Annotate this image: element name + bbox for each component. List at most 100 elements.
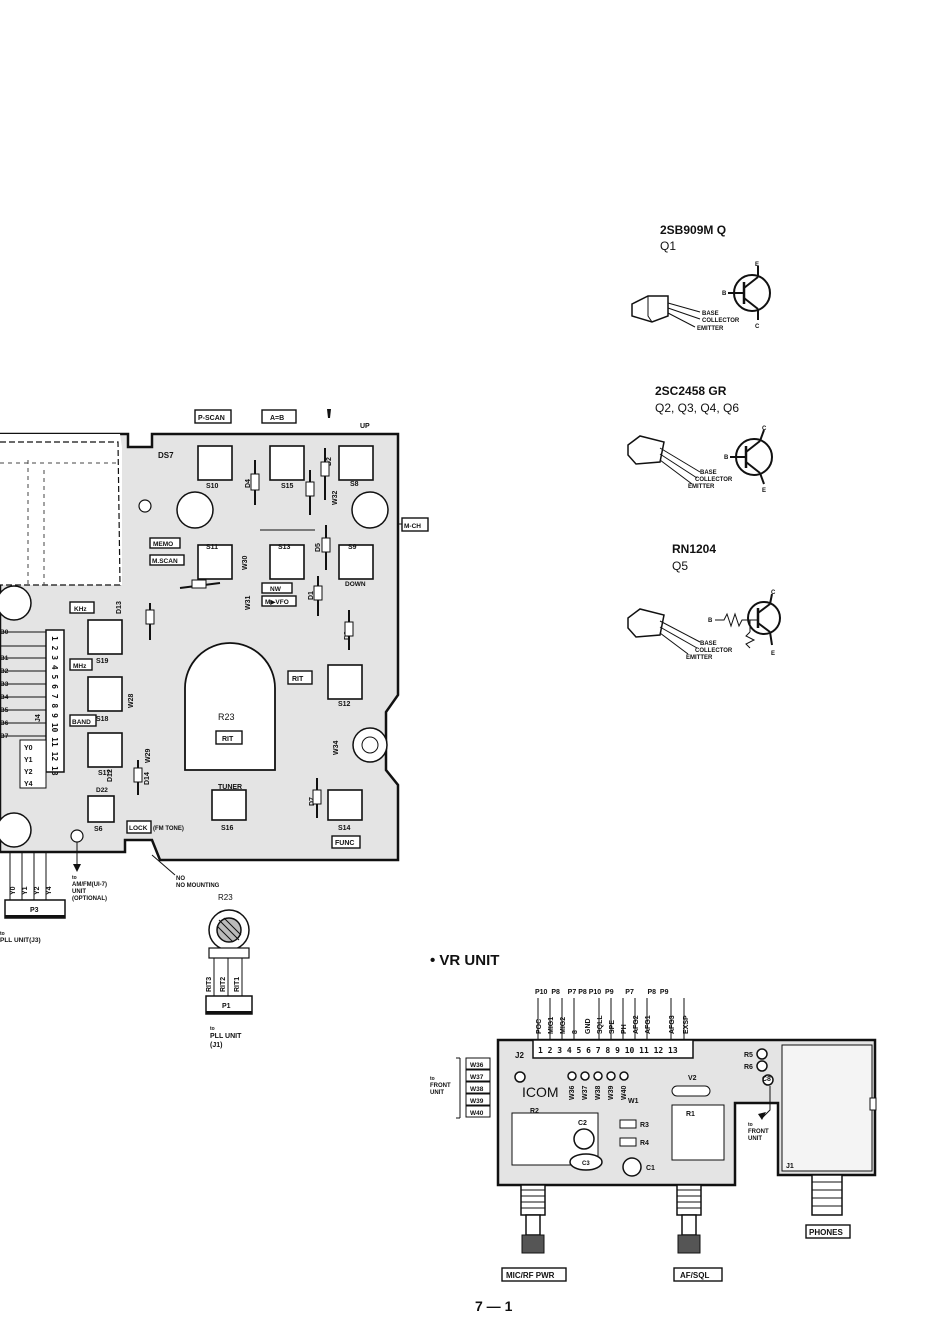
vr-unit-word: UNIT xyxy=(430,1090,444,1096)
q2-pin-collector: COLLECTOR xyxy=(695,477,733,483)
q2-sym-c: C xyxy=(762,426,767,432)
p3-to: to xyxy=(0,931,5,937)
pin-b2: B2 xyxy=(0,668,9,675)
sig-exsp: EXSP xyxy=(683,1015,690,1034)
icom-logo: ICOM xyxy=(522,1084,559,1100)
sw-s6: S6 xyxy=(94,826,103,833)
vr2-unit: UNIT xyxy=(748,1136,762,1142)
pin-b5: B5 xyxy=(0,707,9,714)
part-c8: C8 xyxy=(762,1076,771,1083)
q5-pin-collector: COLLECTOR xyxy=(695,648,733,654)
q1-pin-emitter: EMITTER xyxy=(697,326,724,332)
label-p-scan: P-SCAN xyxy=(198,415,225,422)
label-rit: RIT xyxy=(292,676,304,683)
label-mic-rf-pwr: MIC/RF PWR xyxy=(506,1271,555,1280)
sw-s18: S18 xyxy=(96,716,109,723)
vr-pin-groups: P10 P8 P7 P8 P10 P9 P7 P8 P9 xyxy=(535,989,669,996)
part-r1: R1 xyxy=(686,1111,695,1118)
pin-b3: B3 xyxy=(0,681,9,688)
front-switches: S10 S15 S8 S11 S13 S9 S19 S18 S16 S14 S1… xyxy=(87,445,374,833)
p3-wire-y1: Y1 xyxy=(22,886,29,895)
vr-unit: • VR UNIT P10 P8 P7 P8 P10 P9 P7 P8 P9 P… xyxy=(430,952,877,1282)
sig-afg3: AFG3 xyxy=(669,1015,676,1034)
label-no: NO xyxy=(176,876,185,882)
label-m-ch: M-CH xyxy=(404,523,421,530)
q2-sym-e: E xyxy=(762,488,766,494)
part-v2: V2 xyxy=(688,1075,697,1082)
rn-symbol xyxy=(747,601,781,635)
vr-w37: W37 xyxy=(582,1086,589,1101)
wire-w36: W36 xyxy=(470,1062,484,1069)
b-lines xyxy=(0,631,46,737)
label-khz: KHz xyxy=(74,606,87,613)
vr-unit-title: • VR UNIT xyxy=(430,952,499,969)
vr-pin-numbers: 1 2 3 4 5 6 7 8 9 10 11 12 13 xyxy=(538,1046,678,1055)
part-d13: D13 xyxy=(116,601,123,614)
part-c1: C1 xyxy=(646,1165,655,1172)
part-j4: J4 xyxy=(35,714,42,722)
pin-y1: Y1 xyxy=(24,757,33,764)
transistor-q1: 2SB909M Q Q1 BASE COLLECTOR EMITTER E B … xyxy=(631,223,771,332)
label-j1: J1 xyxy=(786,1163,794,1170)
label-lock: LOCK xyxy=(129,825,148,832)
sig-afg2: AFG2 xyxy=(633,1015,640,1034)
part-r5: R5 xyxy=(744,1052,753,1059)
vr-front: FRONT xyxy=(430,1083,451,1089)
label-phones: PHONES xyxy=(809,1228,843,1237)
wire-w37: W37 xyxy=(470,1074,484,1081)
p3-label: P3 xyxy=(30,907,39,914)
part-d5: D5 xyxy=(315,543,322,552)
q1-sym-c: C xyxy=(755,324,760,330)
part-c2: C2 xyxy=(578,1120,587,1127)
part-w1: W1 xyxy=(628,1098,639,1105)
sw-s17: S17 xyxy=(98,770,111,777)
label-p-scan-box xyxy=(194,409,232,424)
part-d4: D4 xyxy=(245,479,252,488)
pin-b4: B4 xyxy=(0,694,9,701)
q2-pin-emitter: EMITTER xyxy=(688,484,715,490)
wire-w39: W39 xyxy=(470,1098,484,1105)
part-w30: W30 xyxy=(242,556,249,571)
label-m-scan: M.SCAN xyxy=(152,558,178,565)
connector-p3: Y0 Y1 Y2 Y4 P3 to PLL UNIT(J3) xyxy=(0,852,66,944)
part-d22: D22 xyxy=(96,787,108,794)
sw-s13: S13 xyxy=(278,544,291,551)
part-r6: R6 xyxy=(744,1064,753,1071)
pin-b6: B6 xyxy=(0,720,9,727)
label-up: UP xyxy=(360,423,370,430)
sig-afg1: AFG1 xyxy=(645,1015,652,1034)
part-d1: D1 xyxy=(308,591,315,600)
q2-pin-base: BASE xyxy=(700,470,717,476)
label-memo: MEMO xyxy=(153,541,173,548)
sw-s9: S9 xyxy=(348,544,357,551)
label-af-sql: AF/SQL xyxy=(680,1271,709,1280)
wire-w38: W38 xyxy=(470,1086,484,1093)
p3-wire-y4: Y4 xyxy=(46,886,53,895)
refs-q5: Q5 xyxy=(672,559,688,573)
page-number: 7 — 1 xyxy=(475,1298,513,1314)
part-w29: W29 xyxy=(145,749,152,764)
r23-pot-label: R23 xyxy=(218,893,233,902)
label-mounting: NO MOUNTING xyxy=(176,883,220,889)
p3-wire-y0: Y0 xyxy=(10,886,17,895)
label-a-b-box xyxy=(261,409,297,424)
transistor-q5: RN1204 Q5 BASE COLLECTOR EMITTER C B E xyxy=(627,542,781,661)
rit-box-label: RIT xyxy=(222,736,234,743)
p1-to: to xyxy=(210,1026,215,1032)
label-band: BAND xyxy=(72,719,91,726)
sig-poc: POC xyxy=(536,1019,543,1034)
q5-sym-b: B xyxy=(708,618,713,624)
q1-pin-base: BASE xyxy=(702,311,719,317)
q1-pin-collector: COLLECTOR xyxy=(702,318,740,324)
q5-sym-c: C xyxy=(771,590,776,596)
vr-w38: W38 xyxy=(595,1086,602,1101)
diode-parts xyxy=(133,448,354,876)
sig-mig1: MIG1 xyxy=(548,1017,555,1034)
sw-s16: S16 xyxy=(221,825,234,832)
q5-pin-base: BASE xyxy=(700,641,717,647)
transistor-q2-q6: 2SC2458 GR Q2, Q3, Q4, Q6 BASE COLLECTOR… xyxy=(627,384,773,494)
label-ds7: DS7 xyxy=(158,451,174,460)
vr-w40: W40 xyxy=(621,1086,628,1101)
amfm-optional: (OPTIONAL) xyxy=(72,896,107,902)
part-w32: W32 xyxy=(332,491,339,506)
